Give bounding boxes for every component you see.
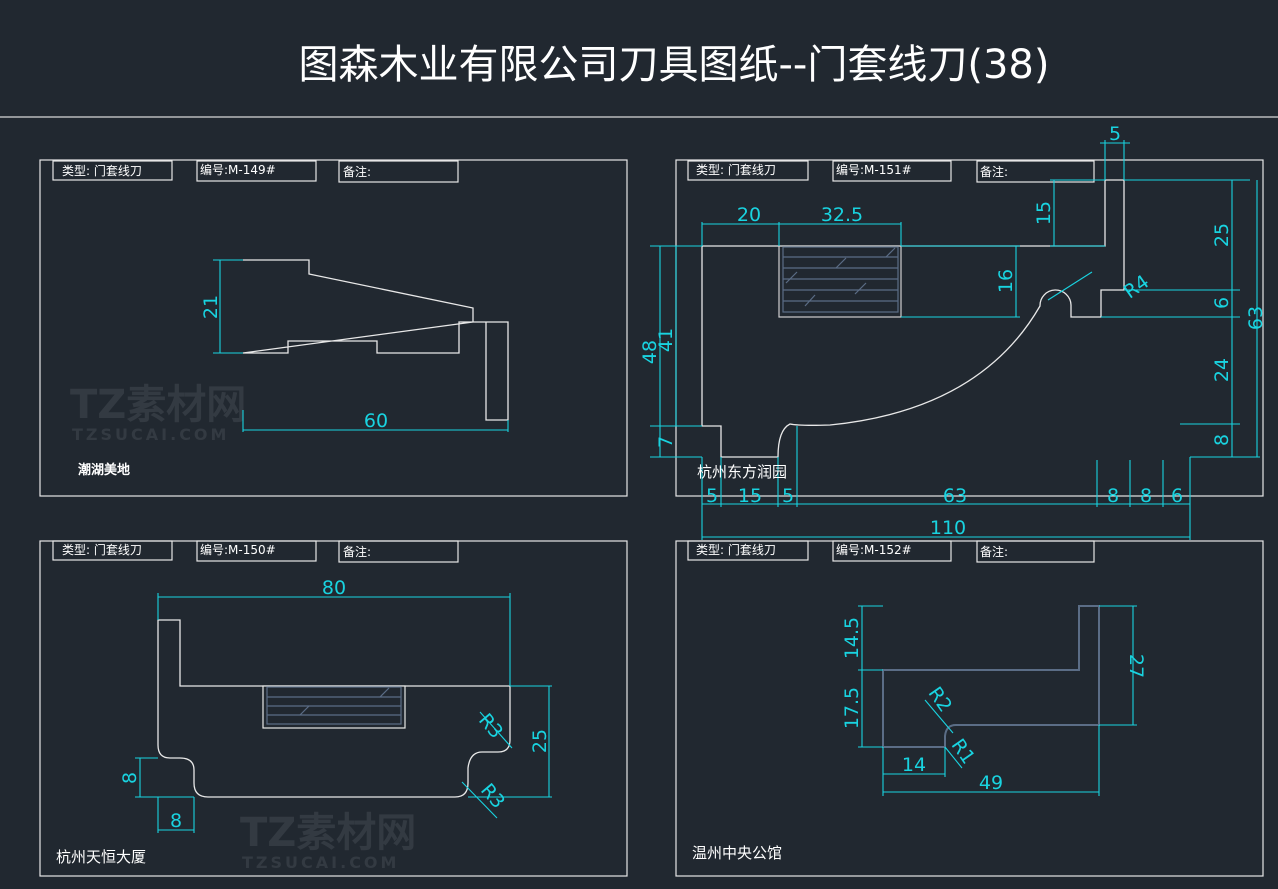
- watermark-logo: TZ素材网: [70, 382, 246, 428]
- hatched-slot: [262, 685, 406, 729]
- dim-right-height: 27: [1125, 654, 1147, 678]
- drawing-frame: [39, 540, 628, 877]
- type-label: 类型: 门套线刀: [696, 162, 776, 177]
- dim-step: 15: [1033, 201, 1055, 225]
- dimension-lines: [858, 605, 1137, 796]
- dim-height-bottom: 17.5: [841, 687, 863, 729]
- project-name: 温州中央公馆: [692, 844, 782, 862]
- watermark-url: TZSUCAI.COM: [72, 425, 229, 444]
- dimension-lines: [213, 259, 509, 432]
- dim-right-1: 25: [1211, 223, 1233, 247]
- dim-radius-a: R2: [924, 683, 957, 716]
- note-box: [338, 540, 459, 563]
- note-label: 备注:: [343, 164, 371, 179]
- code-box: [196, 160, 317, 182]
- note-box: [338, 160, 459, 183]
- drawing-m152: 类型: 门套线刀 编号:M-152# 备注: 14.5 17.5 27 14 4…: [675, 540, 1264, 877]
- type-box: [687, 540, 809, 561]
- dim-width-total: 49: [979, 772, 1003, 794]
- project-name: 杭州天恒大厦: [56, 848, 146, 866]
- drawing-m151: 类型: 门套线刀 编号:M-151# 备注: 20 32.5 5 15 16 R…: [639, 123, 1267, 540]
- code-label: 编号:M-151#: [836, 162, 912, 177]
- dim-width-small: 14: [902, 754, 926, 776]
- dim-radius-b: R3: [476, 779, 509, 813]
- type-label: 类型: 门套线刀: [696, 542, 776, 557]
- drawing-m150: 类型: 门套线刀 编号:M-150# 备注: 80 25 8 8 R3 R3 杭…: [39, 540, 628, 877]
- dim-bottom-6: 8: [1140, 485, 1152, 507]
- note-label: 备注:: [343, 544, 371, 559]
- knife-profile: [882, 605, 1100, 748]
- note-label: 备注:: [980, 164, 1008, 179]
- dim-bottom-2: 15: [738, 485, 762, 507]
- dim-radius-b: R1: [947, 735, 980, 768]
- watermark-logo-2: TZ素材网: [240, 810, 416, 856]
- type-box: [687, 160, 809, 181]
- dim-left-a: 48: [639, 340, 661, 364]
- code-label: 编号:M-149#: [200, 162, 276, 177]
- dim-right-2: 6: [1211, 297, 1233, 309]
- dim-left-height: 8: [119, 772, 141, 784]
- dim-height: 25: [529, 729, 551, 753]
- drawing-frame: [675, 540, 1264, 877]
- watermark-url-2: TZSUCAI.COM: [242, 853, 399, 872]
- dim-bottom-width: 8: [170, 810, 182, 832]
- dim-left-c: 7: [655, 436, 677, 448]
- code-box: [832, 540, 952, 562]
- dim-left-b: 41: [655, 328, 677, 352]
- dim-bottom-3: 5: [782, 485, 794, 507]
- hatched-slot: [778, 245, 902, 318]
- drawing-m149: 类型: 门套线刀 编号:M-149# 备注: 21 60 潮湖美地: [39, 159, 628, 497]
- dim-width: 60: [364, 410, 388, 432]
- sheet-title: 图森木业有限公司刀具图纸--门套线刀(38): [299, 42, 1050, 88]
- dim-right-3: 24: [1211, 358, 1233, 382]
- dim-top-right: 5: [1109, 123, 1121, 145]
- dim-width: 80: [322, 577, 346, 599]
- knife-profile: [242, 259, 509, 421]
- dim-slot: 16: [995, 269, 1017, 293]
- code-box: [196, 540, 317, 562]
- dimension-lines: [135, 593, 552, 833]
- code-label: 编号:M-152#: [836, 542, 912, 557]
- slot-hatching: [782, 246, 899, 313]
- type-label: 类型: 门套线刀: [62, 542, 142, 557]
- knife-profile: [157, 619, 511, 798]
- drawing-frame: [39, 159, 628, 497]
- slot-hatching: [266, 686, 402, 725]
- type-box: [52, 540, 173, 561]
- watermark: TZ素材网 TZSUCAI.COM TZ素材网 TZSUCAI.COM: [70, 382, 416, 872]
- note-box: [976, 160, 1095, 183]
- dim-top-a: 20: [737, 204, 761, 226]
- dim-bottom-5: 8: [1107, 485, 1119, 507]
- type-label: 类型: 门套线刀: [62, 163, 142, 178]
- dim-radius: R4: [1120, 271, 1153, 304]
- code-box: [832, 160, 952, 182]
- knife-profile: [701, 179, 1125, 458]
- dim-radius-a: R3: [474, 709, 507, 743]
- dim-total-height: 63: [1245, 306, 1267, 330]
- dim-right-4: 8: [1211, 434, 1233, 446]
- dim-height: 21: [200, 295, 222, 319]
- dim-bottom-7: 6: [1171, 485, 1183, 507]
- drawing-frame: [675, 159, 1264, 497]
- dim-bottom-4: 63: [943, 485, 967, 507]
- dimension-lines: [650, 140, 1260, 540]
- code-label: 编号:M-150#: [200, 542, 276, 557]
- dim-top-b: 32.5: [821, 204, 863, 226]
- dim-height-top: 14.5: [841, 617, 863, 659]
- type-box: [52, 160, 173, 181]
- note-box: [976, 540, 1095, 563]
- project-name: 杭州东方润园: [697, 463, 787, 481]
- dim-total-width: 110: [930, 517, 966, 539]
- note-label: 备注:: [980, 544, 1008, 559]
- project-name: 潮湖美地: [78, 462, 130, 478]
- dim-bottom-1: 5: [706, 485, 718, 507]
